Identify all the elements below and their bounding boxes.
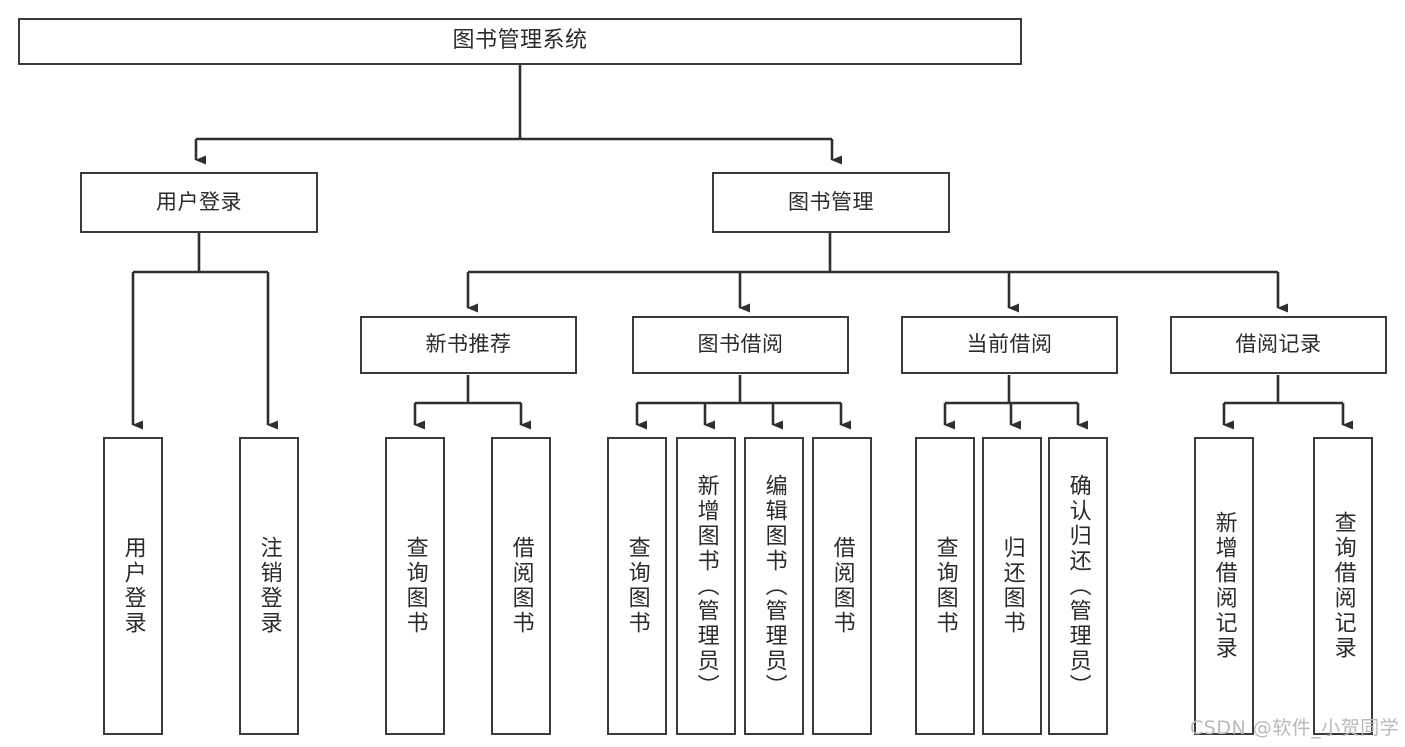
- node-new-book-recommend[interactable]: 新书推荐: [360, 316, 577, 374]
- csdn-watermark: CSDN @软件_小贺同学: [1190, 717, 1400, 739]
- leaf-book-borrow-add[interactable]: 新增图书（管理员）: [676, 437, 736, 735]
- leaf-new-book-borrow[interactable]: 借阅图书: [491, 437, 551, 735]
- node-label: 图书管理: [788, 189, 874, 214]
- node-book-borrow[interactable]: 图书借阅: [632, 316, 849, 374]
- node-borrow-records[interactable]: 借阅记录: [1170, 316, 1387, 374]
- leaf-book-borrow-query[interactable]: 查询图书: [607, 437, 667, 735]
- node-root-library-system[interactable]: 图书管理系统: [18, 18, 1022, 65]
- node-label: 当前借阅: [966, 332, 1053, 357]
- leaf-current-borrow-return[interactable]: 归还图书: [982, 437, 1042, 735]
- leaf-current-borrow-confirm-return[interactable]: 确认归还（管理员）: [1048, 437, 1108, 735]
- leaf-book-borrow-edit[interactable]: 编辑图书（管理员）: [744, 437, 804, 735]
- leaf-current-borrow-query[interactable]: 查询图书: [915, 437, 975, 735]
- node-label: 借阅图书: [508, 536, 534, 636]
- node-label: 借阅图书: [829, 536, 855, 636]
- node-label: 借阅记录: [1235, 332, 1322, 357]
- node-label: 用户登录: [120, 536, 146, 636]
- leaf-new-book-query[interactable]: 查询图书: [385, 437, 445, 735]
- node-label: 图书管理系统: [452, 28, 588, 54]
- node-current-borrow[interactable]: 当前借阅: [901, 316, 1118, 374]
- leaf-borrow-records-query[interactable]: 查询借阅记录: [1313, 437, 1373, 735]
- node-label: 查询借阅记录: [1330, 511, 1356, 661]
- leaf-borrow-records-add[interactable]: 新增借阅记录: [1194, 437, 1254, 735]
- node-label: 用户登录: [156, 189, 242, 214]
- node-label: 新增图书（管理员）: [693, 473, 719, 699]
- node-label: 查询图书: [402, 536, 428, 636]
- node-label: 编辑图书（管理员）: [761, 473, 787, 699]
- node-label: 新书推荐: [425, 332, 512, 357]
- node-label: 归还图书: [999, 536, 1025, 636]
- node-book-manage[interactable]: 图书管理: [712, 172, 950, 233]
- leaf-user-login-login[interactable]: 用户登录: [103, 437, 163, 735]
- node-label: 图书借阅: [697, 332, 784, 357]
- leaf-user-login-logout[interactable]: 注销登录: [239, 437, 299, 735]
- node-user-login[interactable]: 用户登录: [80, 172, 318, 233]
- node-label: 注销登录: [256, 536, 282, 636]
- node-label: 查询图书: [624, 536, 650, 636]
- leaf-book-borrow-borrow[interactable]: 借阅图书: [812, 437, 872, 735]
- node-label: 新增借阅记录: [1211, 511, 1237, 661]
- node-label: 确认归还（管理员）: [1065, 473, 1091, 699]
- node-label: 查询图书: [932, 536, 958, 636]
